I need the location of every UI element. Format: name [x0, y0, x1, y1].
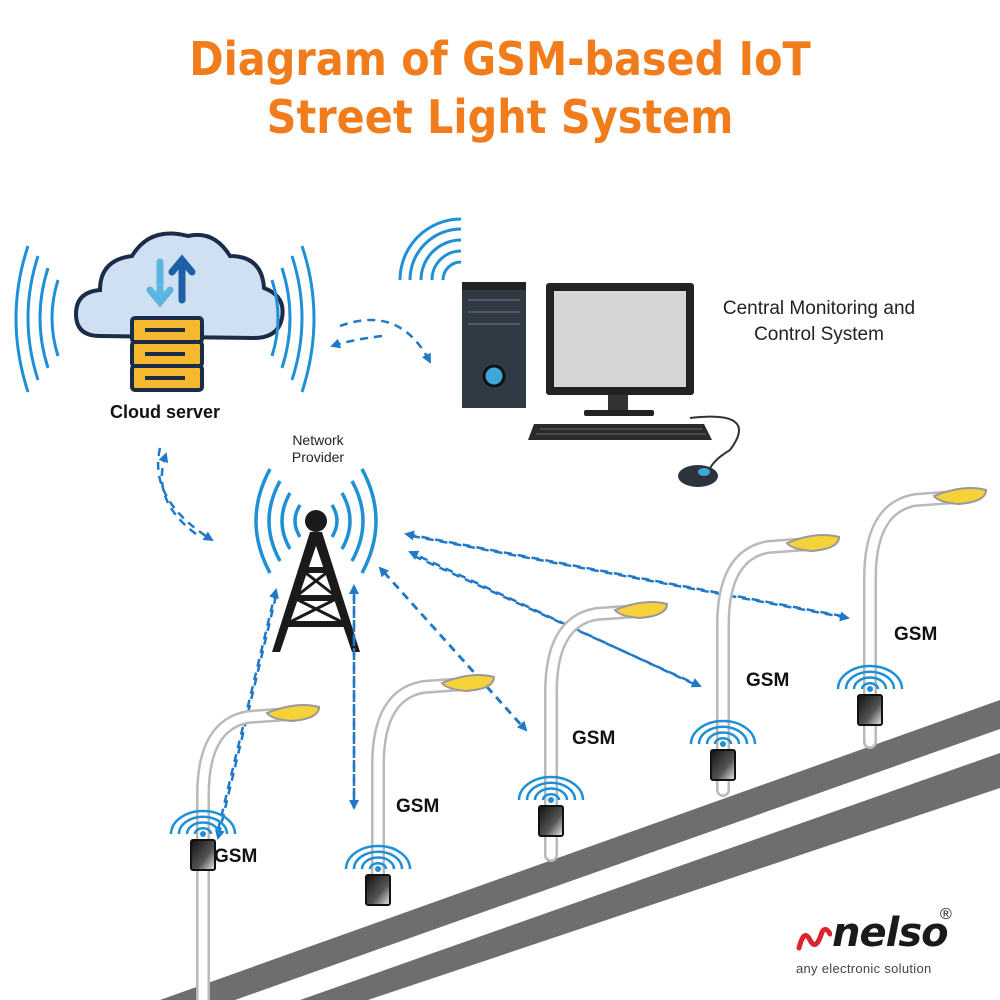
title-line-2: Street Light System [266, 90, 734, 144]
street-light-icon [689, 534, 841, 797]
gsm-signal-icon [836, 664, 904, 692]
gsm-signal-icon [689, 719, 757, 747]
gsm-signal-icon [517, 775, 585, 803]
street-light-icon [169, 704, 321, 1000]
gsm-module-icon [365, 874, 391, 906]
computer-signal [398, 217, 462, 281]
cloud-server-icon [73, 231, 285, 392]
lamp-head-icon [440, 674, 496, 693]
title-line-1: Diagram of GSM-based IoT [189, 32, 811, 86]
logo-registered-mark: ® [940, 906, 952, 923]
lamp-head-icon [613, 601, 669, 620]
cloud-signal-left [14, 245, 60, 393]
logo-tagline: any electronic solution [796, 961, 932, 976]
street-light-icon [517, 601, 669, 862]
street-light-icon [836, 487, 988, 749]
central-monitoring-line-1: Central Monitoring and [722, 298, 916, 319]
nelso-logo-mark-icon [796, 926, 832, 951]
gsm-label-5: GSM [894, 624, 938, 645]
cloud-server-label: Cloud server [110, 402, 221, 422]
tower-icon [272, 510, 360, 652]
diagram-title: Diagram of GSM-based IoT Street Light Sy… [50, 30, 950, 146]
gsm-module-icon [538, 805, 564, 837]
cloud-signal-right [270, 245, 316, 393]
lamp-head-icon [785, 534, 841, 553]
network-provider-line-1: Network [292, 432, 344, 448]
central-monitoring-line-2: Control System [754, 324, 884, 345]
data-links [156, 318, 850, 840]
network-provider-label: Network Provider [276, 432, 360, 466]
street-light-icon [344, 674, 496, 906]
gsm-label-3: GSM [572, 728, 616, 749]
tower-signal [254, 468, 378, 574]
gsm-label-4: GSM [746, 670, 790, 691]
road [160, 700, 1000, 1000]
gsm-label-1: GSM [214, 846, 258, 867]
gsm-signal-icon [169, 809, 237, 837]
nelso-logo: nelso ® any electronic solution [796, 906, 986, 986]
network-provider-line-2: Provider [291, 449, 345, 465]
lamp-head-icon [932, 487, 988, 506]
logo-wordmark: nelso [832, 910, 949, 956]
gsm-module-icon [857, 694, 883, 726]
computer-icon [462, 282, 740, 487]
gsm-label-2: GSM [396, 796, 440, 817]
street-lights [169, 487, 988, 1000]
gsm-signal-icon [344, 844, 412, 872]
gsm-module-icon [710, 749, 736, 781]
lamp-head-icon [265, 704, 321, 723]
central-monitoring-label: Central Monitoring and Control System [700, 296, 938, 348]
gsm-module-icon [190, 839, 216, 871]
